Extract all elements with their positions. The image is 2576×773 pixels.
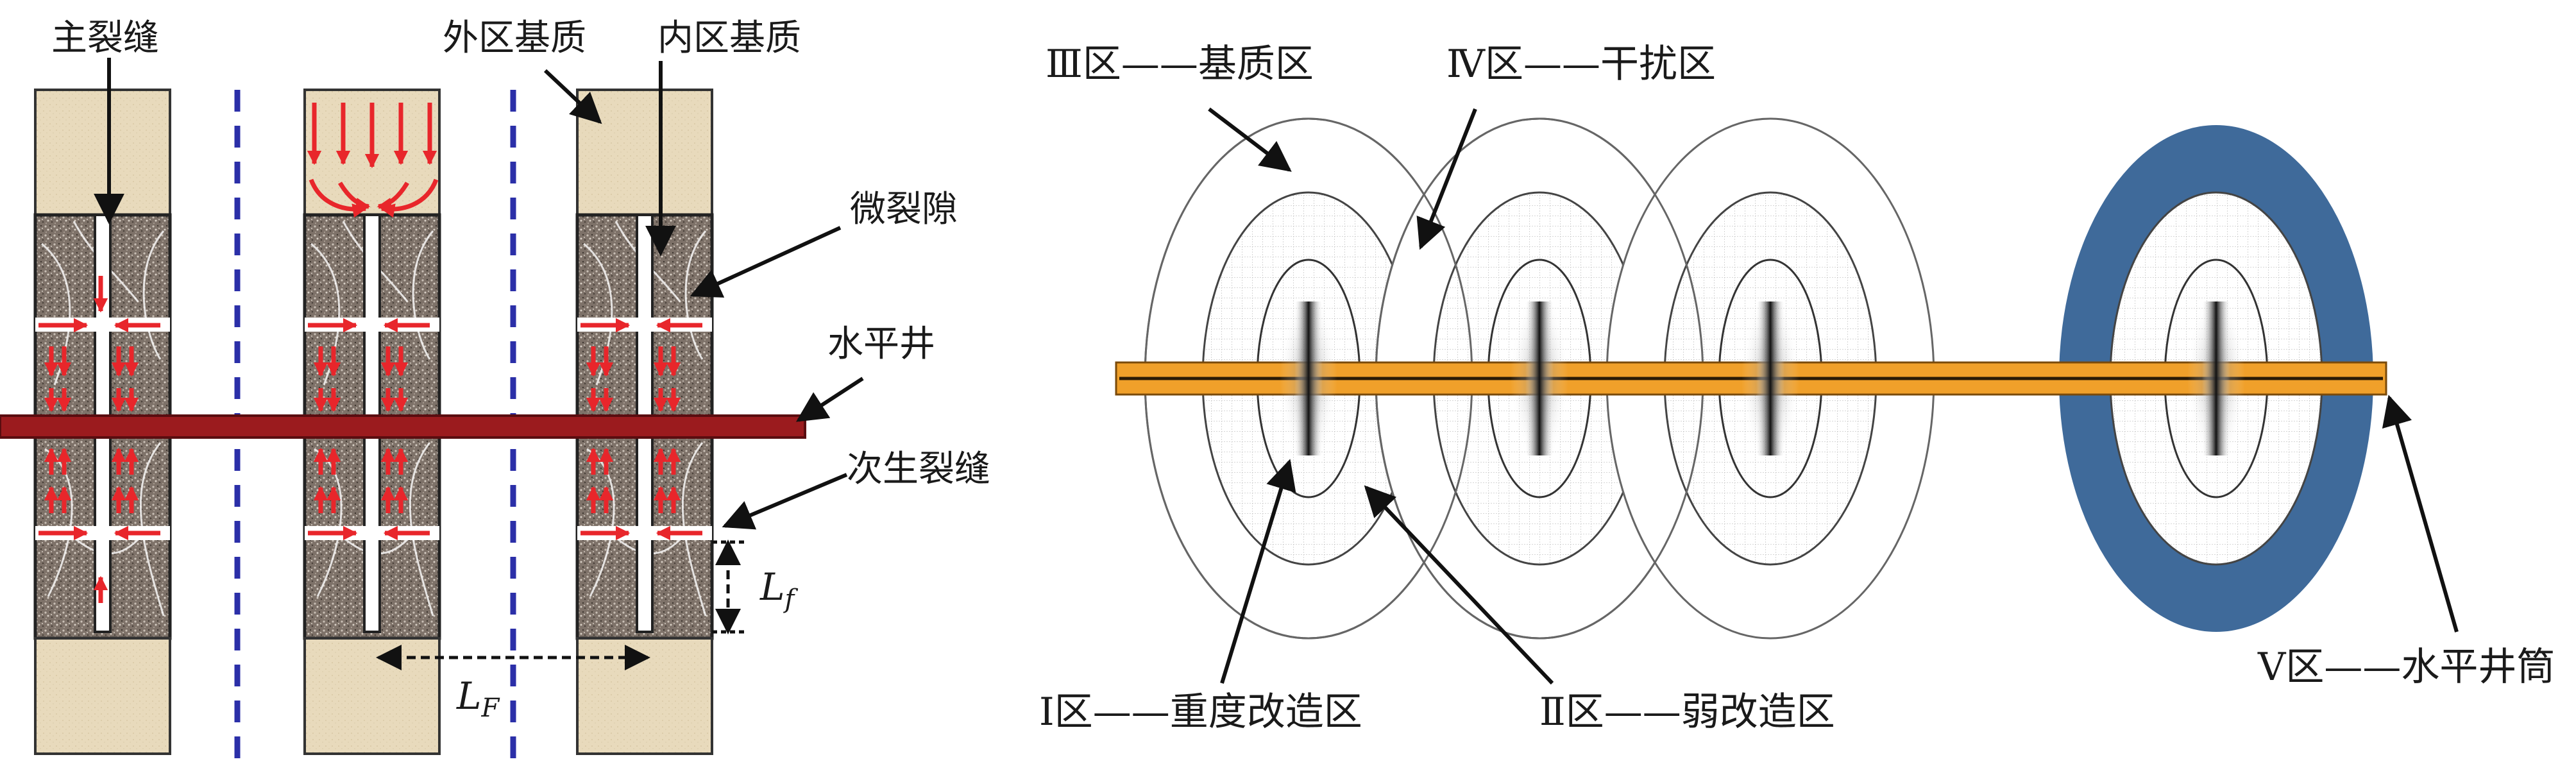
- pointer-arrows: [94, 58, 864, 530]
- label-micro-fissure: 微裂隙: [850, 189, 958, 230]
- hydraulic-fractures: [1280, 289, 2245, 468]
- label-zone1: Ⅰ区——重度改造区: [1039, 690, 1362, 735]
- label-main-fracture: 主裂缝: [51, 17, 159, 59]
- curved-flow-arrows: [309, 178, 439, 218]
- label-secondary-fracture: 次生裂缝: [847, 448, 990, 490]
- label-zone3: Ⅲ区——基质区: [1046, 42, 1314, 87]
- label-LF: LF: [456, 674, 500, 723]
- left-figure: 主裂缝 外区基质 内区基质 微裂隙 水平井 次生裂缝 Lf LF: [0, 17, 990, 763]
- dimension-lines: [376, 539, 747, 670]
- label-outer-matrix: 外区基质: [443, 17, 586, 59]
- label-zone2: Ⅱ区——弱改造区: [1539, 690, 1835, 735]
- label-zone4: Ⅳ区——干扰区: [1446, 42, 1716, 87]
- right-figure: Ⅲ区——基质区 Ⅳ区——干扰区 Ⅰ区——重度改造区 Ⅱ区——弱改造区 Ⅴ区——水…: [1039, 42, 2555, 735]
- label-lf: Lf: [759, 565, 799, 614]
- zone-pointer-arrows: [1208, 107, 2459, 685]
- label-zone5: Ⅴ区——水平井筒: [2257, 645, 2555, 690]
- flow-arrows: [38, 103, 702, 603]
- horizontal-well-bar: [0, 414, 806, 439]
- label-inner-matrix: 内区基质: [657, 17, 801, 59]
- label-horizontal-well: 水平井: [827, 323, 935, 365]
